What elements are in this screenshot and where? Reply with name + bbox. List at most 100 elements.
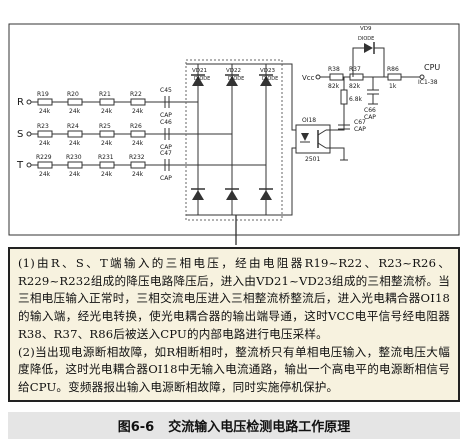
cap-name: C46 [160, 119, 172, 126]
description-para-1: (1)由R、S、T端输入的三相电压，经由电阻器R19~R22、R23~R26、R… [18, 256, 450, 341]
diagram-frame [8, 23, 460, 236]
res-name: R231 [98, 154, 114, 161]
diode-name: VD21 [192, 68, 207, 74]
capacitor-c66: C66 CAP [364, 77, 379, 121]
circuit-diagram: R S T R19 24k R20 24k R21 24k R22 24k R2… [8, 23, 460, 245]
res-name: R24 [67, 123, 79, 130]
resistor [99, 130, 115, 138]
cap-type: CAP [160, 112, 172, 119]
resistor [67, 98, 83, 106]
capacitor-c45: C45 CAP [160, 87, 172, 119]
figure-number: 图6-6 [117, 420, 155, 435]
res-name: R26 [130, 123, 142, 130]
res-value: 24k [132, 171, 144, 178]
res-value: 24k [132, 108, 144, 115]
res-name: R232 [129, 154, 145, 161]
res-value: 24k [39, 140, 51, 147]
optocoupler-oi18: OI18 2501 [295, 117, 331, 163]
cap-type: CAP [160, 144, 172, 151]
diode-name: VD23 [260, 68, 275, 74]
resistor [130, 98, 146, 106]
terminal-r [26, 99, 32, 105]
cpu-label: CPU [424, 63, 440, 72]
description-box: (1)由R、S、T端输入的三相电压，经由电阻器R19~R22、R23~R26、R… [8, 247, 460, 402]
capacitor-c46: C46 CAP [160, 119, 172, 151]
description-para-2: (2)当出现电源断相故障，如R相断相时，整流桥只有单相电压输入，整流电压大幅度降… [18, 344, 450, 394]
diode-type: DIODE [228, 76, 244, 82]
res-value: 24k [69, 140, 81, 147]
input-t-label: T [16, 160, 24, 171]
res-value: 24k [39, 108, 51, 115]
diode-vd23-top: VD23 DIODE [259, 68, 278, 86]
diode-vd9 [364, 43, 373, 53]
res-value: 24k [39, 171, 51, 178]
c67-type: CAP [354, 126, 366, 133]
input-s-label: S [17, 129, 23, 140]
cpu-terminal [419, 74, 425, 80]
res-value: 24k [69, 171, 81, 178]
vd9-name: VD9 [360, 26, 372, 32]
opto-part: 2501 [305, 156, 320, 163]
r38-name: R38 [328, 66, 340, 73]
c67-name: C67 [354, 119, 366, 126]
res-name: R229 [36, 154, 52, 161]
res-value: 24k [69, 108, 81, 115]
res-name: R21 [99, 91, 111, 98]
r-6k8-value: 6.8k [349, 96, 363, 103]
resistor-row-r: R19 24k R20 24k R21 24k R22 24k [37, 91, 146, 115]
c66-name: C66 [364, 107, 376, 114]
r37-name: R37 [349, 66, 361, 73]
r37-value: 82k [349, 83, 361, 90]
res-value: 24k [132, 140, 144, 147]
cap-name: C45 [160, 87, 172, 94]
capacitor-c47: C47 CAP [160, 150, 172, 182]
resistor-r86 [387, 73, 402, 81]
resistor [99, 98, 115, 106]
res-name: R22 [130, 91, 142, 98]
res-value: 24k [101, 108, 113, 115]
resistor [99, 161, 115, 169]
resistor [130, 161, 146, 169]
vd9-type: DIODE [358, 36, 374, 42]
res-name: R19 [37, 91, 49, 98]
resistor [67, 130, 83, 138]
cpu-pin: IC1-38 [418, 79, 438, 86]
resistor-row-t: R229 24k R230 24k R231 24k R232 24k [36, 154, 146, 178]
figure-title: 交流输入电压检测电路工作原理 [168, 420, 351, 435]
res-value: 24k [101, 140, 113, 147]
diode-vd21-top: VD21 DIODE [191, 68, 210, 86]
r38-value: 82k [328, 83, 340, 90]
diode-type: DIODE [194, 76, 210, 82]
resistor [37, 98, 53, 106]
terminal-s [26, 131, 32, 137]
c66-type: CAP [364, 114, 376, 121]
cap-type: CAP [160, 175, 172, 182]
resistor-6k8 [340, 89, 348, 105]
figure-caption: 图6-6 交流输入电压检测电路工作原理 [8, 412, 460, 439]
vcc-terminal [315, 74, 321, 80]
resistor-r38 [329, 73, 344, 81]
resistor-row-s: R23 24k R24 24k R25 24k R26 24k [37, 123, 146, 147]
resistor [130, 130, 146, 138]
diode-bottom-1 [191, 188, 205, 200]
diode-name: VD22 [226, 68, 241, 74]
resistor [37, 161, 53, 169]
diode-bottom-2 [225, 188, 239, 200]
res-name: R23 [37, 123, 49, 130]
res-name: R25 [99, 123, 111, 130]
r86-value: 1k [389, 83, 397, 90]
resistor-r37 [349, 73, 364, 81]
capacitor-c67: C67 CAP [338, 116, 366, 133]
resistor [67, 161, 83, 169]
res-value: 24k [101, 171, 113, 178]
r86-name: R86 [387, 66, 399, 73]
cap-name: C47 [160, 150, 172, 157]
res-name: R230 [66, 154, 82, 161]
terminal-t [26, 162, 32, 168]
diode-vd22-top: VD22 DIODE [225, 68, 244, 86]
input-r-label: R [17, 97, 24, 108]
res-name: R20 [67, 91, 79, 98]
diode-type: DIODE [262, 76, 278, 82]
vcc-label: Vcc [302, 74, 315, 82]
diode-bottom-3 [259, 188, 273, 200]
